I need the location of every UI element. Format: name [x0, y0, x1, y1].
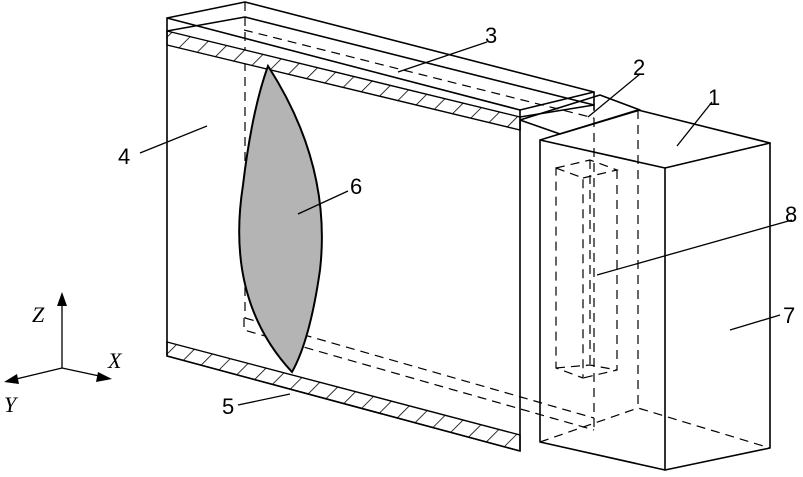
leader-lines: [139, 41, 793, 406]
z-arrow-icon: [57, 292, 67, 306]
callout-4: 4: [118, 144, 130, 169]
axis-label-y: Y: [4, 392, 19, 417]
x-arrow-icon: [96, 372, 112, 382]
main-box: [166, 1, 595, 452]
callout-5: 5: [222, 394, 234, 419]
axis-label-x: X: [107, 348, 123, 373]
callout-7: 7: [783, 303, 795, 328]
coordinate-axes: [4, 292, 112, 384]
callout-2: 2: [633, 55, 645, 80]
axis-label-z: Z: [32, 302, 45, 327]
callout-3: 3: [485, 23, 497, 48]
lens-part-6: [238, 63, 323, 374]
slot-part-8: [555, 159, 620, 379]
callout-6: 6: [350, 174, 362, 199]
callout-8: 8: [785, 202, 797, 227]
y-arrow-icon: [4, 374, 19, 384]
callout-1: 1: [708, 85, 720, 110]
